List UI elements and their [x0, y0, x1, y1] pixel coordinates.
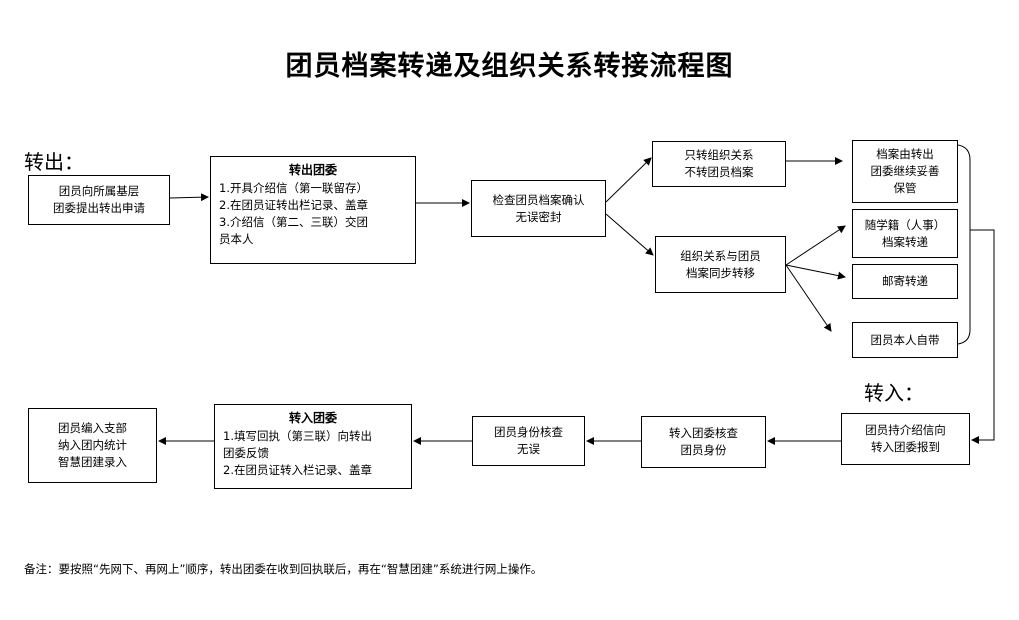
box-keep-line: 档案由转出 [876, 147, 934, 161]
box-report-line: 团员持介绍信向 [865, 423, 946, 437]
box-self-carry: 团员本人自带 [852, 322, 958, 358]
footnote: 备注：要按照“先网下、再网上”顺序，转出团委在收到回执联后，再在“智慧团建”系统… [24, 562, 543, 576]
box-apply-line: 团员向所属基层 [58, 184, 140, 198]
box-verify: 转入团委核查 团员身份 [641, 416, 766, 468]
box-out-committee-step: 2.在团员证转出栏记录、盖章 [219, 198, 368, 212]
box-enroll-line: 团员编入支部 [58, 421, 127, 435]
box-check-line: 检查团员档案确认 [492, 192, 585, 207]
box-only-relation-line: 不转团员档案 [684, 165, 754, 179]
box-identity-ok-line: 无误 [517, 442, 540, 456]
box-out-committee-title: 转出团委 [288, 163, 337, 177]
box-in-committee-title: 转入团委 [288, 411, 337, 425]
box-out-committee-step: 1.开具介绍信（第一联留存） [219, 181, 368, 195]
arrow-sync-to-self-carry [785, 264, 832, 332]
box-out-committee: 转出团委 1.开具介绍信（第一联留存） 2.在团员证转出栏记录、盖章 3.介绍信… [210, 156, 416, 264]
box-apply-line: 团委提出转出申请 [53, 201, 145, 215]
box-enroll-line: 纳入团内统计 [58, 438, 127, 452]
box-in-committee-step: 2.在团员证转入栏记录、盖章 [223, 463, 372, 477]
box-keep-line: 保管 [893, 181, 917, 195]
box-with-school-line: 档案转递 [882, 234, 928, 249]
box-sync-line: 档案同步转移 [686, 265, 755, 280]
box-out-committee-step: 员本人 [219, 232, 254, 246]
box-keep-line: 团委继续妥善 [870, 164, 940, 178]
box-verify-line: 转入团委核查 [669, 426, 738, 440]
box-identity-ok-line: 团员身份核查 [494, 425, 563, 439]
box-check: 检查团员档案确认 无误密封 [471, 180, 606, 237]
bracket-self-carry [957, 144, 971, 345]
arrow-check-to-only-relation [605, 157, 652, 203]
section-label-out: 转出： [24, 150, 84, 174]
box-with-school-line: 随学籍（人事） [864, 217, 946, 232]
box-enroll-line: 智慧团建录入 [58, 455, 127, 469]
box-only-relation: 只转组织关系 不转团员档案 [652, 141, 786, 187]
box-mail-line: 邮寄转递 [882, 274, 928, 288]
box-in-committee: 转入团委 1.填写回执（第三联）向转出 团委反馈 2.在团员证转入栏记录、盖章 [214, 404, 412, 489]
box-sync: 组织关系与团员 档案同步转移 [655, 236, 786, 293]
arrow-sync-to-with-school [785, 225, 846, 266]
box-with-school: 随学籍（人事） 档案转递 [852, 209, 958, 258]
box-report: 团员持介绍信向 转入团委报到 [841, 413, 970, 465]
box-only-relation-line: 只转组织关系 [684, 148, 754, 162]
box-check-line: 无误密封 [515, 209, 562, 224]
box-keep: 档案由转出 团委继续妥善 保管 [852, 140, 958, 203]
box-in-committee-step: 团委反馈 [223, 446, 269, 460]
section-label-in: 转入： [864, 381, 924, 405]
box-verify-line: 团员身份 [680, 443, 727, 457]
box-self-carry-line: 团员本人自带 [870, 332, 940, 347]
box-mail: 邮寄转递 [852, 264, 958, 299]
connector-to-report [970, 229, 995, 444]
box-enroll: 团员编入支部 纳入团内统计 智慧团建录入 [28, 408, 157, 483]
box-identity-ok: 团员身份核查 无误 [472, 416, 585, 466]
arrow-check-to-sync [605, 213, 654, 256]
box-in-committee-step: 1.填写回执（第三联）向转出 [223, 429, 372, 443]
box-sync-line: 组织关系与团员 [680, 248, 761, 263]
box-out-committee-step: 3.介绍信（第二、三联）交团 [219, 215, 368, 229]
arrow-sync-to-mail [785, 264, 846, 280]
box-report-line: 转入团委报到 [871, 440, 940, 454]
page-title: 团员档案转递及组织关系转接流程图 [285, 51, 734, 82]
box-apply: 团员向所属基层 团委提出转出申请 [28, 175, 170, 225]
arrow-apply-to-out-committee [169, 193, 209, 202]
